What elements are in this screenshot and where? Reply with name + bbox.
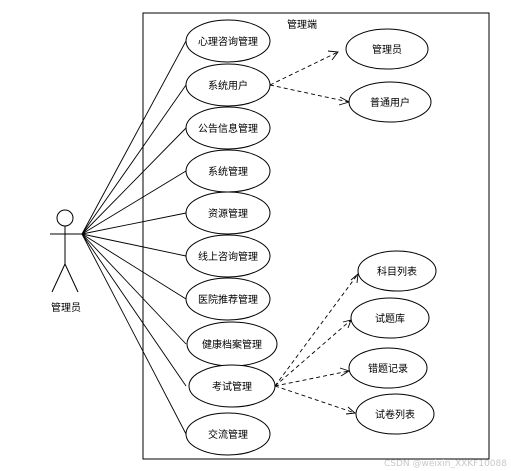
association-line	[81, 40, 187, 235]
association-line	[81, 170, 187, 235]
association-line	[81, 127, 187, 235]
dependency-line	[274, 319, 352, 387]
use-case-exchange[interactable]: 交流管理	[185, 412, 271, 456]
dependency-line	[274, 370, 350, 387]
association-line	[81, 233, 187, 387]
dependency-line	[269, 51, 339, 86]
watermark: CSDN @weixin_XXKF10088	[384, 459, 507, 469]
use-case-system-mgmt[interactable]: 系统管理	[185, 149, 271, 193]
use-case-system-user[interactable]: 系统用户	[185, 63, 271, 107]
use-case-label: 系统用户	[208, 79, 248, 92]
use-case-hospital[interactable]: 医院推荐管理	[185, 277, 271, 321]
association-line	[81, 233, 187, 435]
use-case-label: 心理咨询管理	[198, 35, 258, 48]
association-line	[81, 233, 187, 257]
use-case-label: 医院推荐管理	[198, 293, 258, 306]
use-case-label: 线上咨询管理	[198, 250, 258, 263]
system-boundary	[142, 12, 490, 460]
actor-right-leg	[64, 263, 79, 293]
dependency-line	[274, 273, 359, 387]
sub-case-wrong-record[interactable]: 错题记录	[348, 347, 428, 389]
dependency-line	[274, 385, 356, 414]
association-line	[81, 84, 187, 235]
arrowhead	[338, 96, 351, 106]
use-case-label: 资源管理	[208, 207, 248, 220]
arrowhead	[345, 406, 357, 415]
use-case-resource[interactable]: 资源管理	[185, 191, 271, 235]
use-case-announcement[interactable]: 公告信息管理	[185, 106, 271, 150]
use-case-label: 考试管理	[212, 380, 252, 393]
actor-name: 管理员	[51, 301, 81, 314]
actor-head	[56, 209, 74, 227]
sub-case-subject-list[interactable]: 科目列表	[357, 250, 437, 292]
sub-case-normal-user[interactable]: 普通用户	[348, 81, 432, 123]
use-case-label: 公告信息管理	[198, 122, 258, 135]
use-case-label: 健康档案管理	[202, 338, 262, 351]
use-case-label: 试卷列表	[375, 408, 415, 421]
arrowhead	[327, 50, 339, 61]
association-line	[81, 212, 187, 235]
system-title: 管理端	[287, 18, 317, 31]
dependency-line	[269, 84, 350, 103]
use-case-label: 普通用户	[370, 96, 410, 109]
use-case-label: 错题记录	[368, 362, 408, 375]
use-case-label: 科目列表	[377, 265, 417, 278]
use-case-label: 交流管理	[208, 428, 248, 441]
use-case-exam[interactable]: 考试管理	[188, 364, 276, 408]
sub-case-paper-list[interactable]: 试卷列表	[355, 393, 435, 435]
use-case-health-record[interactable]: 健康档案管理	[186, 321, 278, 367]
actor-left-leg	[51, 263, 66, 293]
dependencies	[269, 50, 359, 415]
use-case-counseling[interactable]: 心理咨询管理	[185, 19, 271, 63]
actor-figure	[50, 209, 82, 293]
association-line	[81, 233, 187, 300]
use-case-label: 系统管理	[208, 165, 248, 178]
use-case-label: 试题库	[375, 312, 405, 325]
association-line	[81, 233, 187, 345]
use-case-label: 管理员	[372, 43, 402, 56]
sub-case-question-bank[interactable]: 试题库	[350, 297, 430, 339]
associations	[81, 40, 187, 435]
use-case-online-consult[interactable]: 线上咨询管理	[185, 234, 271, 278]
sub-case-admin[interactable]: 管理员	[345, 28, 429, 70]
